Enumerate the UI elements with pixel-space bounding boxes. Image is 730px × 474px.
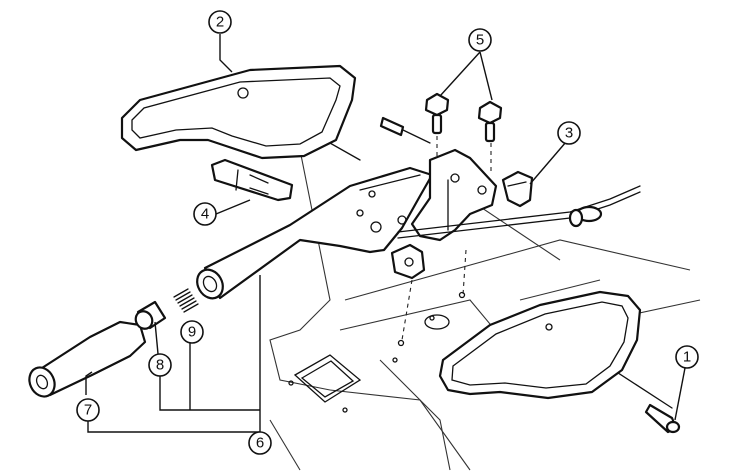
callout-7: 7	[76, 398, 100, 422]
bracket-bolt	[379, 116, 431, 144]
callout-2-label: 2	[216, 14, 224, 31]
callout-5-label: 5	[476, 32, 484, 49]
callout-8: 8	[148, 353, 172, 377]
callout-3-label: 3	[565, 125, 573, 142]
callout-4: 4	[193, 202, 217, 226]
spring-clip	[210, 158, 294, 202]
callout-4-label: 4	[201, 206, 209, 223]
brake-cable	[397, 185, 641, 239]
callout-1-label: 1	[683, 349, 691, 366]
callout-5: 5	[468, 28, 492, 52]
lower-cover	[438, 290, 642, 400]
leader-lines	[85, 34, 686, 433]
callout-9-label: 9	[188, 324, 196, 341]
callout-7-label: 7	[84, 402, 92, 419]
lever-grip	[28, 320, 147, 398]
callout-6-label: 6	[256, 435, 264, 452]
lever-bracket	[390, 148, 498, 280]
cable-clip	[501, 170, 534, 208]
upper-cover	[120, 64, 357, 160]
callout-3: 3	[557, 121, 581, 145]
spring	[173, 288, 199, 313]
callout-9: 9	[180, 320, 204, 344]
mounting-bolts	[424, 92, 503, 143]
brake-lever	[196, 166, 434, 300]
callout-2: 2	[208, 10, 232, 34]
callout-1: 1	[675, 345, 699, 369]
callout-6: 6	[248, 431, 272, 455]
callout-8-label: 8	[156, 357, 164, 374]
screw	[644, 403, 681, 434]
collar	[134, 300, 167, 330]
